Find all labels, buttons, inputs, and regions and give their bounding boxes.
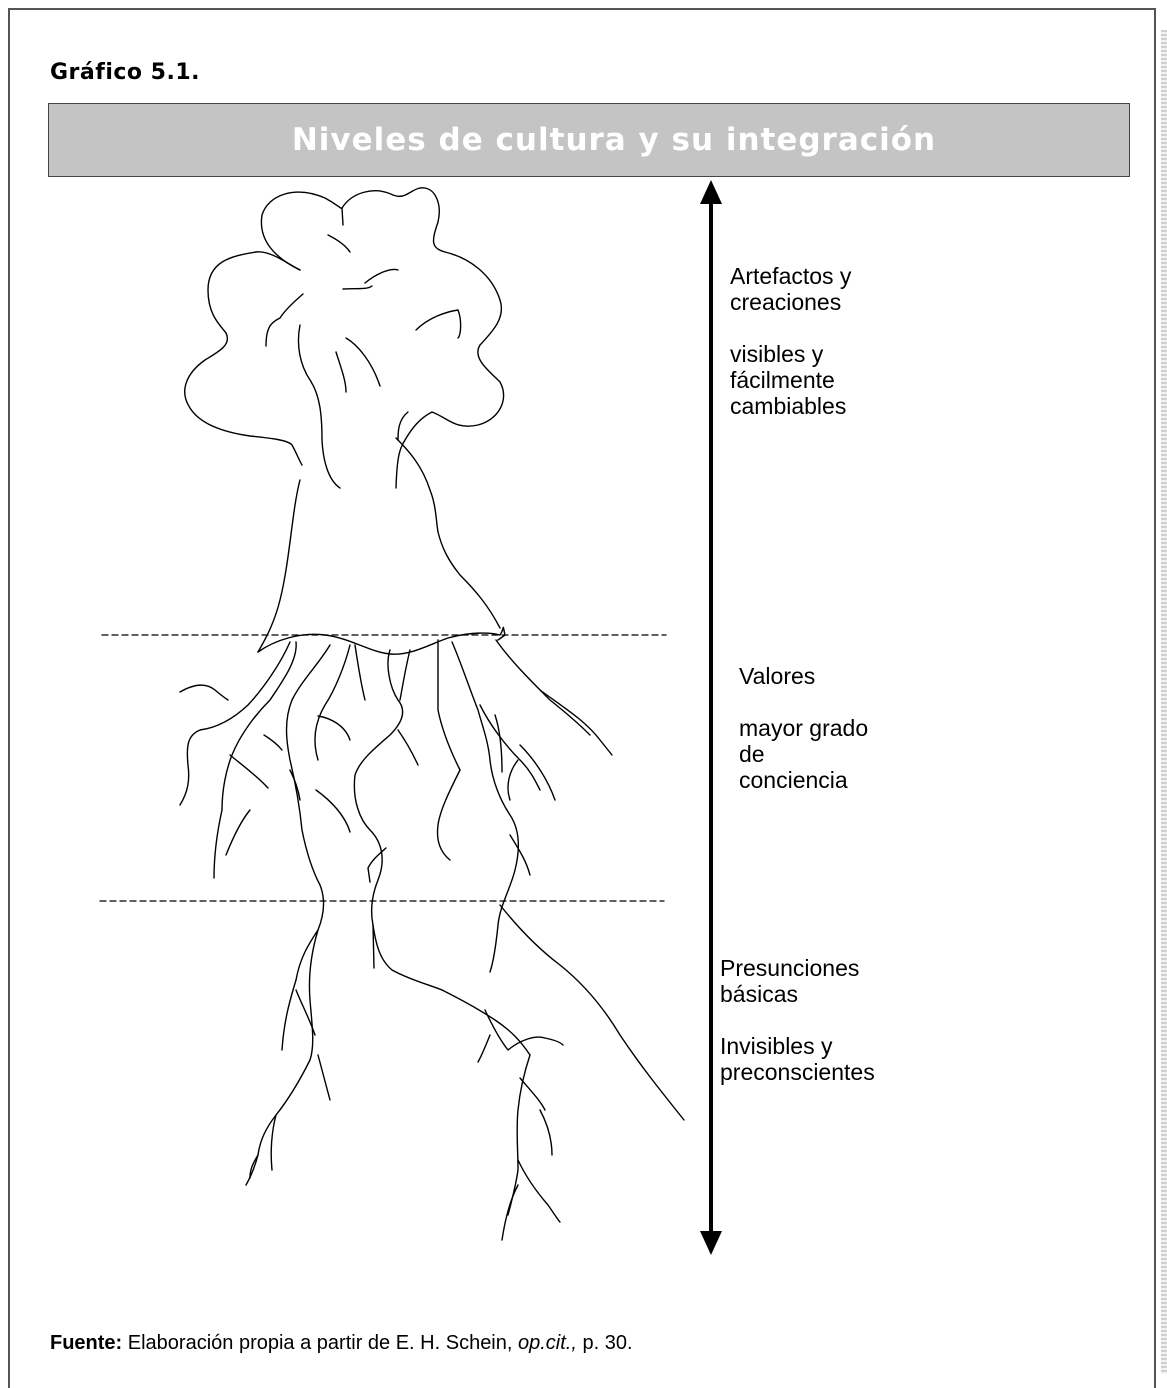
level-presunciones-heading: Presunciones básicas <box>720 955 890 1007</box>
vertical-arrow <box>700 180 722 1255</box>
source-note: Fuente: Elaboración propia a partir de E… <box>50 1332 633 1355</box>
level-artefactos-description: visibles y fácilmente cambiables <box>730 341 930 419</box>
level-presunciones-description: Invisibles y preconscientes <box>720 1033 920 1085</box>
source-italic: op.cit., <box>518 1332 577 1354</box>
tree-roots <box>180 640 684 1240</box>
source-text: Elaboración propia a partir de E. H. Sch… <box>122 1332 518 1354</box>
source-text-end: p. 30. <box>577 1332 633 1354</box>
tree-crown <box>185 188 504 652</box>
level-artefactos-heading: Artefactos y creaciones <box>730 263 960 315</box>
ground-line <box>258 627 505 654</box>
level-valores-heading: Valores <box>739 663 939 689</box>
level-valores-description: mayor grado de conciencia <box>739 715 879 793</box>
source-prefix: Fuente: <box>50 1332 122 1354</box>
arrow-up-head <box>700 180 722 204</box>
arrow-down-head <box>700 1231 722 1255</box>
